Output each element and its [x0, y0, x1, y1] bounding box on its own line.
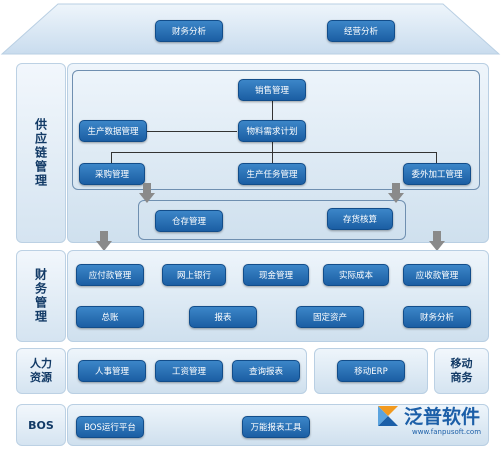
general-ledger-button[interactable]: 总账: [76, 306, 144, 328]
inventory-accounting-button[interactable]: 存货核算: [327, 208, 393, 230]
production-data-management-button[interactable]: 生产数据管理: [79, 120, 147, 142]
fanpu-logo-icon: [378, 406, 398, 426]
connector: [111, 152, 436, 153]
reports-button[interactable]: 报表: [189, 306, 257, 328]
bos-platform-button[interactable]: BOS运行平台: [76, 416, 144, 438]
hr-side-label: 人力资源: [16, 348, 66, 394]
warehouse-box: [138, 200, 406, 240]
mobile-commerce-label: 移动商务: [434, 348, 489, 394]
connector: [272, 141, 273, 166]
financial-analysis-button[interactable]: 财务分析: [403, 306, 471, 328]
universal-report-tool-button[interactable]: 万能报表工具: [242, 416, 310, 438]
purchase-management-button[interactable]: 采购管理: [79, 163, 145, 185]
financial-analysis-top-button[interactable]: 财务分析: [155, 20, 223, 42]
finance-side-label: 财务管理: [16, 250, 66, 342]
business-analysis-button[interactable]: 经营分析: [327, 20, 395, 42]
down-arrow-icon: [429, 231, 445, 251]
mrp-button[interactable]: 物料需求计划: [238, 120, 306, 142]
mobile-erp-button[interactable]: 移动ERP: [337, 360, 405, 382]
fixed-assets-button[interactable]: 固定资产: [296, 306, 364, 328]
cash-management-button[interactable]: 现金管理: [243, 264, 309, 286]
fanpu-logo-text: 泛普软件: [404, 406, 481, 428]
fanpu-logo: 泛普软件 www.fanpusoft.com: [372, 400, 492, 440]
online-banking-button[interactable]: 网上银行: [162, 264, 226, 286]
personnel-management-button[interactable]: 人事管理: [78, 360, 146, 382]
bos-side-label: BOS: [16, 404, 66, 446]
accounts-payable-button[interactable]: 应付款管理: [76, 264, 144, 286]
down-arrow-icon: [139, 183, 155, 203]
connector: [272, 100, 273, 120]
outsourcing-management-button[interactable]: 委外加工管理: [403, 163, 471, 185]
accounts-receivable-button[interactable]: 应收款管理: [403, 264, 471, 286]
down-arrow-icon: [96, 231, 112, 251]
fanpu-logo-url: www.fanpusoft.com: [412, 428, 482, 436]
supply-chain-flow-box: [72, 70, 480, 190]
connector: [111, 152, 112, 164]
sales-management-button[interactable]: 销售管理: [238, 79, 306, 101]
supply-chain-side-label: 供应链管理: [16, 63, 66, 243]
connector: [436, 152, 437, 164]
payroll-management-button[interactable]: 工资管理: [155, 360, 223, 382]
query-reports-button[interactable]: 查询报表: [232, 360, 300, 382]
production-task-management-button[interactable]: 生产任务管理: [238, 163, 306, 185]
actual-cost-button[interactable]: 实际成本: [323, 264, 389, 286]
top-roof-panel: [0, 3, 501, 55]
down-arrow-icon: [388, 183, 404, 203]
connector: [147, 131, 237, 132]
warehouse-management-button[interactable]: 仓存管理: [155, 210, 223, 232]
